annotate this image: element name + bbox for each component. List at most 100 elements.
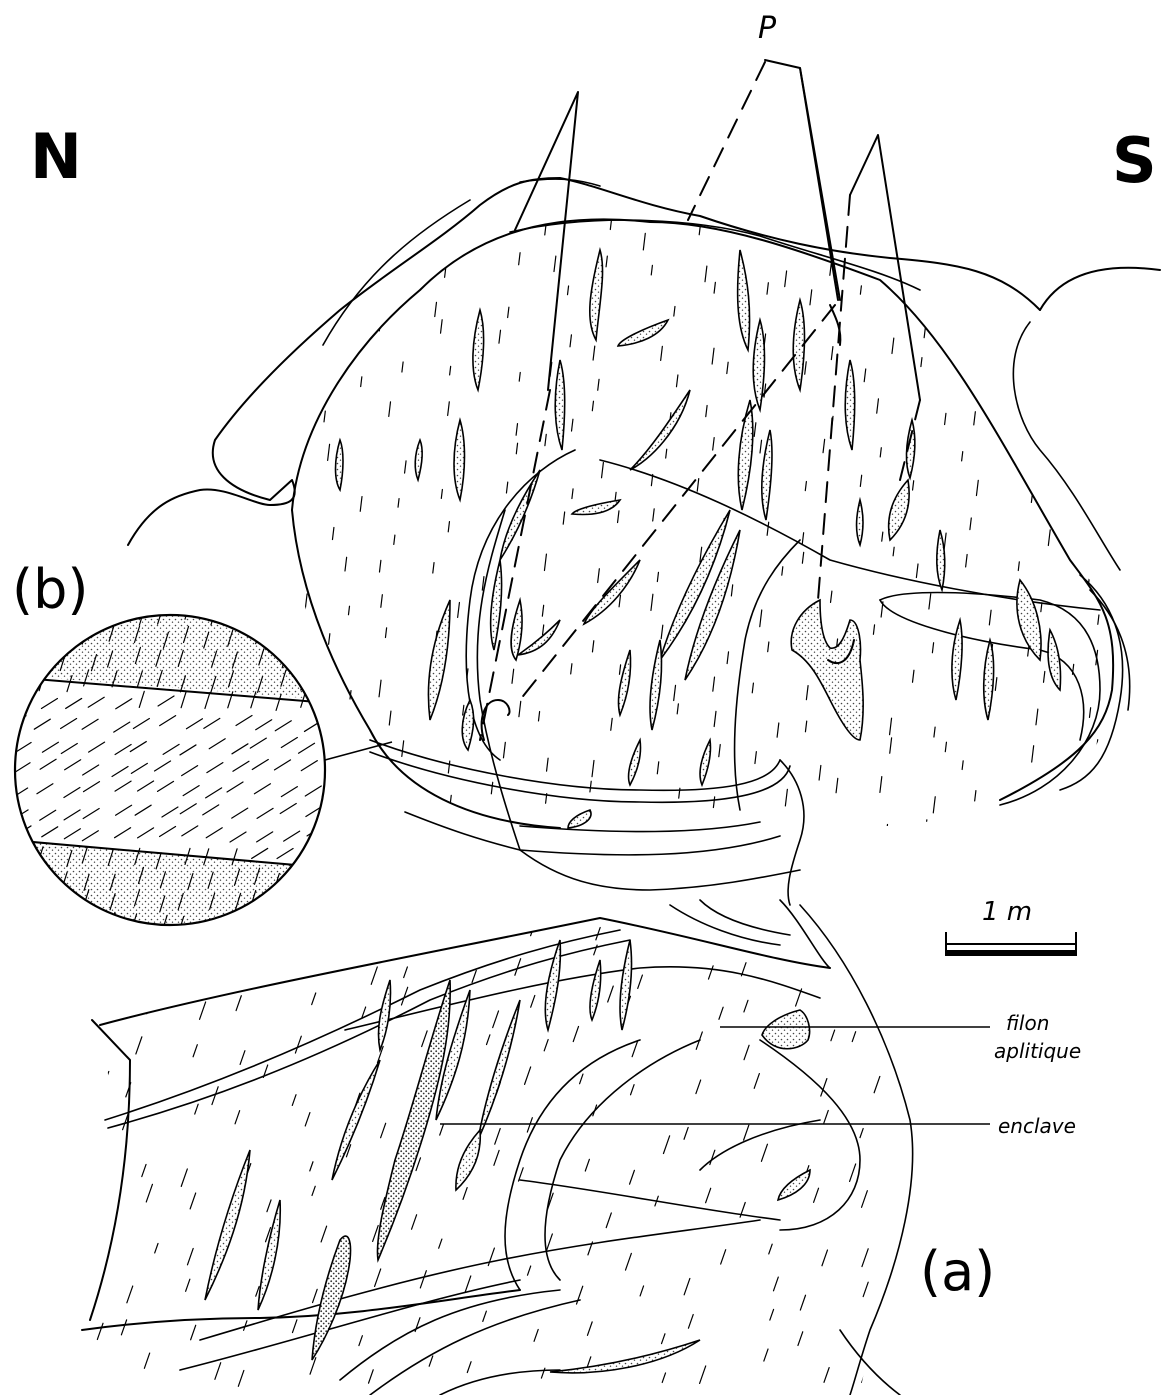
foliation-tick xyxy=(313,1289,318,1302)
foliation-tick xyxy=(348,606,349,615)
foliation-tick xyxy=(186,1279,190,1291)
foliation-tick xyxy=(200,1002,206,1019)
foliation-tick xyxy=(800,1295,805,1310)
foliation-tick xyxy=(824,1368,829,1383)
foliation-tick xyxy=(929,594,931,609)
foliation-tick xyxy=(99,1004,104,1018)
foliation-tick xyxy=(713,438,714,450)
foliation-tick xyxy=(706,406,707,417)
foliation-tick xyxy=(544,1040,548,1051)
inset-tick xyxy=(15,695,31,705)
foliation-tick xyxy=(1081,781,1082,792)
foliation-tick xyxy=(663,1136,669,1154)
inset-tick xyxy=(38,868,43,884)
foliation-tick xyxy=(1018,801,1019,811)
foliation-tick xyxy=(712,348,714,364)
foliation-tick xyxy=(890,718,892,735)
foliation-tick xyxy=(1018,233,1019,243)
foliation-tick xyxy=(312,993,316,1005)
foliation-tick xyxy=(193,1045,197,1057)
foliation-tick xyxy=(538,712,539,721)
inset-tick xyxy=(329,917,334,933)
foliation-tick xyxy=(398,499,399,508)
foliation-tick xyxy=(991,215,992,226)
foliation-tick xyxy=(369,1370,374,1383)
north-label: N xyxy=(30,120,82,193)
foliation-tick xyxy=(1048,530,1050,546)
foliation-tick xyxy=(287,516,289,531)
foliation-tick xyxy=(519,1168,524,1181)
foliation-tick xyxy=(328,921,332,933)
foliation-tick xyxy=(1014,254,1016,267)
foliation-tick xyxy=(519,372,520,381)
foliation-tick xyxy=(768,642,769,652)
foliation-tick xyxy=(864,369,866,382)
inset-tick xyxy=(323,649,328,665)
foliation-tick xyxy=(572,489,573,499)
foliation-tick xyxy=(893,547,894,556)
foliation-tick xyxy=(546,1234,552,1251)
foliation-tick xyxy=(412,1215,417,1229)
foliation-tick xyxy=(882,532,883,541)
foliation-tick xyxy=(696,1080,701,1094)
foliation-tick xyxy=(441,320,443,333)
foliation-tick xyxy=(713,797,714,808)
foliation-tick xyxy=(643,233,645,250)
foliation-tick xyxy=(1101,219,1102,229)
foliation-tick xyxy=(195,1104,198,1114)
foliation-tick xyxy=(592,641,593,652)
foliation-tick xyxy=(420,1271,426,1288)
foliation-tick xyxy=(1032,746,1034,762)
foliation-tick xyxy=(860,475,861,486)
foliation-tick xyxy=(349,760,351,775)
foliation-tick xyxy=(394,535,395,544)
foliation-tick xyxy=(545,225,546,235)
foliation-tick xyxy=(798,1332,803,1346)
upper-foliation xyxy=(271,207,1102,857)
foliation-tick xyxy=(814,1188,819,1202)
foliation-tick xyxy=(491,782,492,794)
panel-a-label: (a) xyxy=(920,1240,995,1303)
foliation-tick xyxy=(676,375,677,387)
foliation-tick xyxy=(542,605,543,616)
foliation-tick xyxy=(913,481,914,490)
foliation-tick xyxy=(764,1349,768,1361)
foliation-tick xyxy=(321,1226,327,1242)
foliation-tick xyxy=(402,741,404,757)
foliation-tick xyxy=(926,820,927,830)
foliation-tick xyxy=(448,402,450,416)
foliation-tick xyxy=(598,569,600,583)
foliation-tick xyxy=(657,572,658,581)
foliation-tick xyxy=(322,706,324,722)
foliation-tick xyxy=(97,1323,103,1339)
foliation-tick xyxy=(618,511,619,523)
foliation-tick xyxy=(267,1200,271,1212)
inset-tick xyxy=(43,897,48,913)
foliation-tick xyxy=(880,777,882,793)
foliation-tick xyxy=(877,399,879,413)
inset-tick xyxy=(254,917,259,933)
foliation-tick xyxy=(785,271,787,287)
foliation-tick xyxy=(880,448,881,457)
foliation-tick xyxy=(568,286,569,295)
inset-tick xyxy=(14,675,19,691)
foliation-tick xyxy=(544,554,546,570)
inset-tick xyxy=(44,648,49,664)
foliation-tick xyxy=(661,346,663,360)
foliation-tick xyxy=(405,790,406,800)
foliation-tick xyxy=(929,215,930,225)
foliation-tick xyxy=(1044,671,1045,682)
foliation-tick xyxy=(495,1129,500,1145)
foliation-tick xyxy=(916,564,918,578)
foliation-tick xyxy=(525,1067,531,1084)
foliation-tick xyxy=(714,282,715,293)
foliation-tick xyxy=(328,444,330,460)
foliation-tick xyxy=(755,752,756,764)
inset-tick xyxy=(14,911,19,927)
foliation-tick xyxy=(103,1071,109,1087)
inset-tick xyxy=(252,606,257,622)
foliation-tick xyxy=(531,995,535,1007)
foliation-tick xyxy=(805,362,806,374)
inset-tick xyxy=(62,893,67,909)
inset-tick xyxy=(92,606,97,622)
